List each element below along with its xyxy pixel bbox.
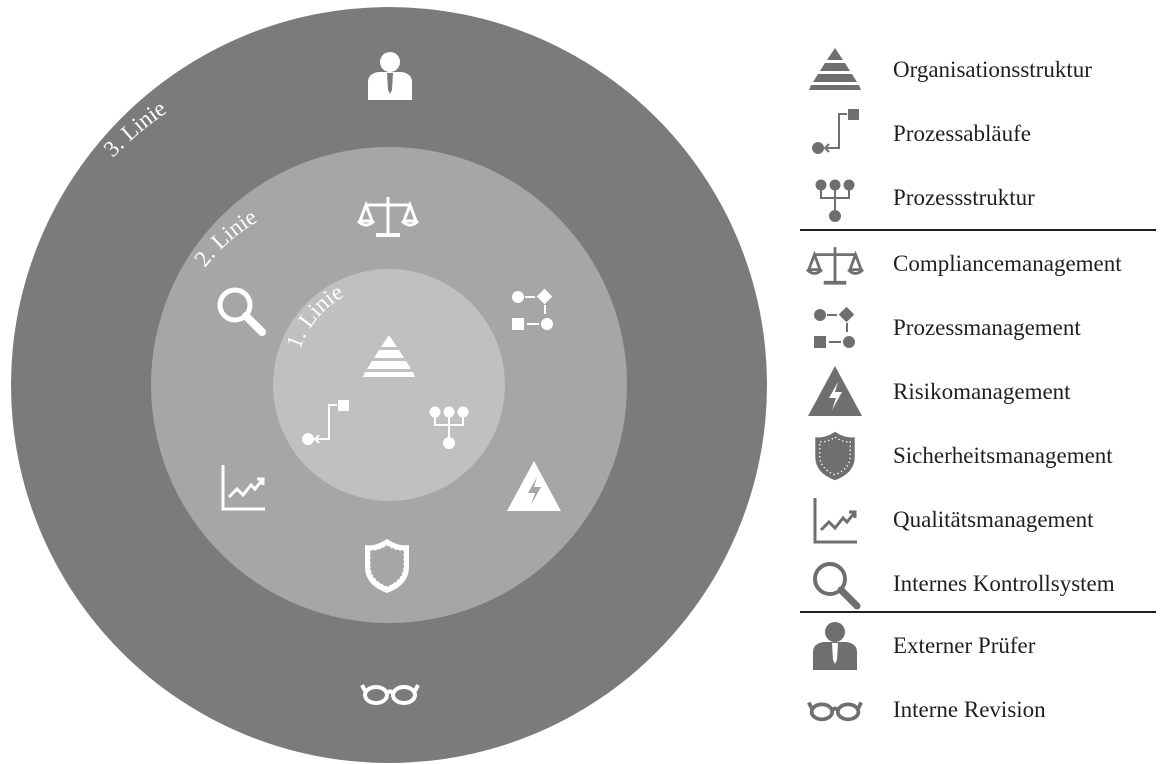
glasses-icon (807, 701, 863, 722)
legend-item-prozessmanagement: Prozessmanagement (800, 296, 1161, 360)
legend-label: Organisationsstruktur (893, 57, 1092, 82)
scales-icon (356, 197, 420, 237)
legend-label: Interne Revision (893, 697, 1046, 722)
legend-item-risikomanagement: Risikomanagement (800, 360, 1161, 424)
magnifier-icon (813, 562, 861, 610)
glasses-icon (360, 684, 420, 705)
legend-label: Qualitätsmanagement (893, 507, 1094, 532)
legend-item-compliancemanagement: Compliancemanagement (800, 232, 1161, 296)
legend-label: Sicherheitsmanagement (893, 443, 1113, 468)
three-lines-diagram: 3. Linie 2. Linie 1. Linie (11, 7, 767, 763)
user-suit-icon (813, 622, 857, 670)
process-flow-icon (814, 306, 855, 348)
legend-divider (800, 611, 1156, 613)
legend-label: Externer Prüfer (893, 633, 1036, 658)
legend-label: Prozessmanagement (893, 315, 1081, 340)
legend-label: Compliancemanagement (893, 251, 1122, 276)
pyramid-icon (363, 335, 415, 377)
trend-chart-icon (221, 465, 265, 511)
user-suit-icon (368, 52, 412, 100)
hierarchy-icon (815, 179, 855, 222)
pyramid-icon (809, 48, 861, 90)
shield-icon (365, 539, 409, 593)
legend-item-externer-pruefer: Externer Prüfer (800, 614, 1161, 678)
magnifier-icon (217, 287, 266, 336)
legend-divider (800, 229, 1156, 231)
trend-chart-icon (813, 498, 857, 544)
scales-icon (806, 247, 864, 285)
legend-item-qualitaetsmanagement: Qualitätsmanagement (800, 488, 1161, 552)
warning-bolt-icon (808, 366, 862, 416)
legend-label: Prozessabläufe (893, 121, 1031, 146)
legend-item-internes-kontrollsystem: Internes Kontrollsystem (800, 552, 1161, 616)
legend-item-sicherheitsmanagement: Sicherheitsmanagement (800, 424, 1161, 488)
legend-label: Prozessstruktur (893, 185, 1035, 210)
process-steps-icon (812, 109, 859, 154)
legend-item-organisationsstruktur: Organisationsstruktur (800, 38, 1161, 102)
legend-label: Risikomanagement (893, 379, 1071, 404)
legend-item-interne-revision: Interne Revision (800, 678, 1161, 742)
hierarchy-icon (429, 406, 469, 449)
warning-bolt-icon (507, 461, 561, 511)
legend-label: Internes Kontrollsystem (893, 571, 1115, 596)
legend-item-prozessstruktur: Prozessstruktur (800, 166, 1161, 230)
legend-item-prozessablaeufe: Prozessabläufe (800, 102, 1161, 166)
process-flow-icon (512, 288, 553, 330)
shield-icon (815, 431, 855, 481)
process-steps-icon (302, 400, 349, 445)
